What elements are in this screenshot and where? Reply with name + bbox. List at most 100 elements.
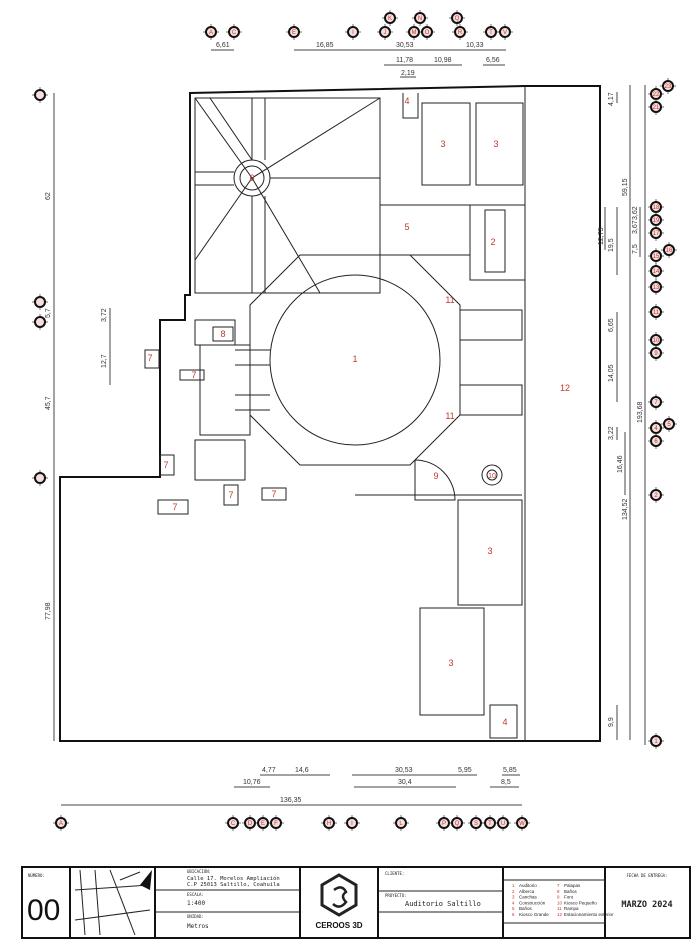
zone-label: 7 [163, 460, 168, 470]
logo [320, 873, 358, 917]
svg-text:30,53: 30,53 [395, 767, 413, 774]
svg-text:30,4: 30,4 [398, 779, 412, 786]
zone-label: 3 [487, 546, 492, 556]
svg-text:Q: Q [455, 16, 460, 22]
grid-marker [32, 87, 48, 103]
svg-text:2: 2 [654, 493, 658, 499]
svg-text:14: 14 [653, 269, 660, 275]
svg-text:6: 6 [654, 439, 658, 445]
svg-text:T: T [489, 30, 493, 36]
project-name: Auditorio Saltillo [405, 900, 481, 908]
kiosk-large [233, 159, 271, 197]
svg-text:5,85: 5,85 [503, 767, 517, 774]
grid-marker: F [268, 815, 284, 831]
grid-marker: 10 [648, 332, 664, 348]
grid-marker: Q [449, 10, 465, 26]
svg-text:6,65: 6,65 [608, 318, 615, 332]
grid-marker: 5 [661, 416, 677, 432]
svg-text:3,62: 3,62 [632, 206, 639, 220]
zone-label: 3 [440, 139, 445, 149]
svg-text:R: R [458, 30, 463, 36]
svg-text:2,19: 2,19 [401, 70, 415, 77]
court-2 [475, 102, 524, 186]
zone-label: 12 [560, 383, 570, 393]
north-arrow-icon [140, 870, 152, 890]
svg-text:C: C [232, 30, 237, 36]
date-label: FECHA DE ENTREGA: [627, 873, 668, 878]
grid-marker: C [226, 24, 242, 40]
site-boundary [59, 85, 601, 742]
client-label: CLIENTE: [385, 871, 404, 876]
svg-text:4,77: 4,77 [262, 767, 276, 774]
svg-text:5: 5 [667, 422, 671, 428]
grid-marker: A [53, 815, 69, 831]
zone-label: 7 [228, 490, 233, 500]
svg-text:10,98: 10,98 [434, 57, 452, 64]
zone-label: 8 [220, 329, 225, 339]
grid-marker: 14 [648, 263, 664, 279]
dimensions-right: 4,17 59,15 3,62 3,67 7,5 12,73 19,5 6,65… [598, 85, 646, 745]
legend-label: Estacionamiento exterior [564, 912, 614, 917]
zone-label: 11 [445, 295, 454, 305]
svg-text:5,7: 5,7 [45, 308, 52, 318]
grid-marker: O [419, 24, 435, 40]
svg-text:E: E [261, 821, 265, 827]
zone-label: 9 [433, 471, 438, 481]
grid-marker: P [436, 815, 452, 831]
court-3 [457, 499, 523, 606]
svg-text:18: 18 [653, 205, 660, 211]
unit-label: UNIDAD: [187, 914, 204, 919]
zone-label: 1 [352, 354, 357, 364]
legend-label: Alberca [519, 889, 535, 894]
svg-text:3,67: 3,67 [632, 220, 639, 234]
svg-text:F: F [274, 821, 278, 827]
grid-marker: E [255, 815, 271, 831]
svg-text:15: 15 [653, 254, 660, 260]
grid-marker: K [382, 10, 398, 26]
svg-text:21: 21 [653, 105, 660, 111]
svg-text:I: I [351, 821, 353, 827]
svg-text:10,76: 10,76 [243, 779, 261, 786]
legend-label: Baños [564, 889, 578, 894]
grid-marker: 21 [648, 99, 664, 115]
location-line1: Calle 17. Morelos Ampliación [187, 875, 280, 882]
zone-label: 2 [490, 237, 495, 247]
svg-text:16,46: 16,46 [617, 455, 624, 473]
restrooms-5 [379, 204, 471, 256]
grid-marker: 6 [648, 433, 664, 449]
legend-number: 6 [512, 912, 515, 917]
svg-text:7,5: 7,5 [632, 244, 639, 254]
svg-text:17: 17 [653, 231, 660, 237]
svg-text:V: V [503, 30, 507, 36]
svg-text:45,7: 45,7 [45, 396, 52, 410]
svg-text:8,5: 8,5 [501, 779, 511, 786]
grid-marker: T [483, 24, 499, 40]
legend-number: 4 [512, 900, 515, 905]
svg-text:4: 4 [654, 426, 658, 432]
legend-number: 9 [557, 895, 560, 900]
grid-marker: L [393, 815, 409, 831]
grid-marker: I [345, 24, 361, 40]
palapas [144, 319, 287, 515]
grid-marker: 13 [648, 279, 664, 295]
legend-number: 10 [557, 900, 563, 905]
svg-text:O: O [425, 30, 430, 36]
svg-text:10: 10 [653, 338, 660, 344]
zone-label: 7 [172, 502, 177, 512]
legend-number: 7 [557, 883, 560, 888]
court-4 [419, 607, 485, 716]
svg-text:134,52: 134,52 [622, 498, 629, 520]
courtyard [194, 97, 381, 294]
scale-value: 1:400 [187, 900, 205, 907]
title-block [21, 866, 691, 939]
svg-text:M: M [412, 30, 417, 36]
location-map [74, 869, 152, 936]
legend-label: Canchas [519, 895, 538, 900]
project-label: PROYECTO: [385, 893, 407, 898]
dimensions-left: 62 5,7 45,7 77,98 3,72 12,7 [45, 93, 111, 741]
grid-marker: 22 [648, 86, 664, 102]
svg-text:136,35: 136,35 [280, 797, 302, 804]
sheet-number: 00 [27, 894, 60, 927]
